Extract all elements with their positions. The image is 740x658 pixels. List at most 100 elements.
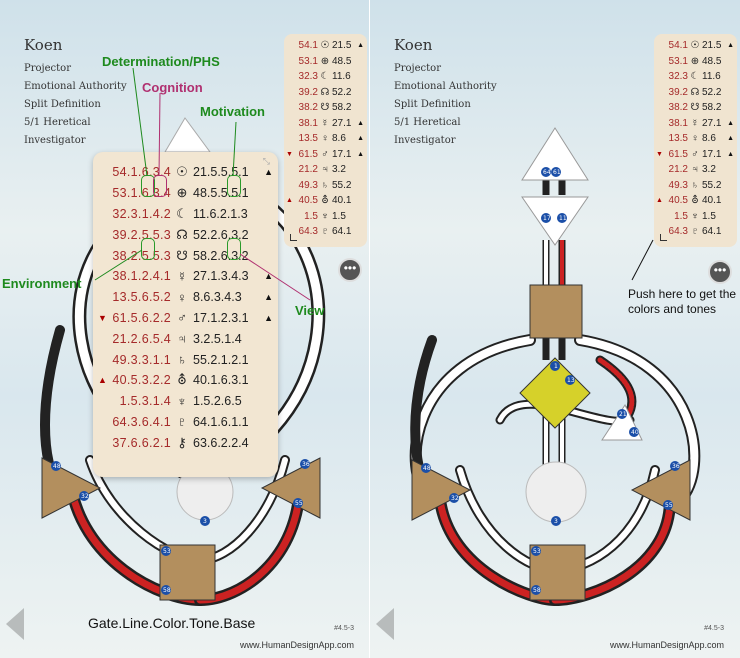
- design-value: 1.5: [304, 210, 318, 222]
- design-value: 32.3: [668, 71, 688, 83]
- personality-value: 27.1: [332, 117, 352, 129]
- highlight-environment: [141, 238, 155, 260]
- back-arrow-icon[interactable]: [376, 608, 394, 640]
- svg-text:17: 17: [543, 215, 551, 222]
- planet-symbol-icon: ☊: [320, 86, 330, 98]
- highlight-cognition: [153, 175, 167, 197]
- personality-value: 27.1: [702, 117, 722, 129]
- planet-row: 13.5.6.5.2♀8.6.3.4.3▲: [93, 287, 278, 308]
- detriment-marker: ▲: [357, 119, 364, 127]
- planet-symbol-icon: ⛢: [691, 195, 699, 207]
- detriment-marker: ▲: [727, 150, 734, 158]
- personality-value: 52.2: [702, 86, 722, 98]
- design-value: 39.2: [668, 86, 688, 98]
- push-here-note: Push here to get the colors and tones: [628, 287, 737, 316]
- personality-value: 1.5: [332, 210, 346, 222]
- planet-symbol-icon: ☾: [320, 71, 330, 83]
- throat-center: [529, 284, 583, 339]
- svg-text:36: 36: [302, 461, 310, 468]
- planet-symbol-icon: ☿: [691, 117, 699, 129]
- svg-text:55: 55: [665, 502, 673, 509]
- planet-symbol-icon: ♇: [177, 414, 187, 430]
- profile-text: 5/1 Heretical: [394, 117, 461, 128]
- personality-value: 17.1.2.3.1: [193, 310, 249, 325]
- planet-row: 38.2☋58.2: [284, 100, 367, 116]
- annotation-cognition: Cognition: [142, 80, 203, 95]
- planet-row: 38.2☋58.2: [654, 100, 737, 116]
- design-value: 53.1: [298, 55, 318, 67]
- planet-symbol-icon: ⊕: [176, 185, 188, 201]
- definition-text: Split Definition: [24, 99, 101, 110]
- planet-row: 32.3☾11.6: [284, 69, 367, 85]
- detriment-marker: ▲: [727, 119, 734, 127]
- planet-symbol-icon: ☊: [176, 226, 188, 242]
- personality-value: 1.5.2.6.5: [193, 394, 242, 409]
- svg-text:53: 53: [163, 548, 171, 555]
- planet-symbol-icon: ⛢: [177, 372, 187, 388]
- planet-row: 61.5♂17.1▼▲: [654, 147, 737, 163]
- annotation-determination: Determination/PHS: [102, 54, 220, 69]
- personality-value: 11.6: [332, 71, 351, 83]
- planet-symbol-icon: ♄: [691, 179, 699, 191]
- svg-text:21: 21: [619, 411, 627, 418]
- corner-handle[interactable]: [660, 234, 667, 241]
- planet-symbol-icon: ♃: [177, 331, 187, 347]
- design-value: 38.1.2.4.1: [112, 269, 171, 284]
- planet-symbol-icon: ♃: [691, 164, 699, 176]
- design-value: 61.5: [298, 148, 318, 160]
- footer-site: www.HumanDesignApp.com: [239, 640, 354, 650]
- design-value: 64.3.6.4.1: [112, 414, 171, 429]
- spleen-center: [411, 459, 472, 521]
- personality-value: 3.2: [332, 164, 346, 176]
- planet-row: 49.3♄55.2: [654, 178, 737, 194]
- profile-text: 5/1 Heretical: [24, 117, 91, 128]
- authority-text: Emotional Authority: [24, 81, 127, 92]
- detriment-marker: ▲: [727, 135, 734, 143]
- planet-symbol-icon: ☋: [690, 102, 700, 114]
- detriment-marker: ▲: [727, 42, 734, 50]
- solar-plexus-center: [630, 459, 691, 521]
- personality-value: 11.6: [702, 71, 721, 83]
- svg-text:32: 32: [81, 493, 89, 500]
- type-text: Projector: [24, 63, 71, 74]
- personality-value: 21.5: [332, 40, 352, 52]
- planet-symbol-icon: ⛢: [321, 195, 329, 207]
- exalted-marker: ▲: [98, 375, 107, 386]
- design-value: 54.1: [298, 40, 318, 52]
- corner-handle: [290, 234, 297, 241]
- design-value: 13.5: [298, 133, 318, 145]
- svg-text:36: 36: [672, 463, 680, 470]
- more-button[interactable]: •••: [708, 260, 732, 284]
- design-value: 21.2: [298, 164, 318, 176]
- g-center: [519, 357, 591, 429]
- more-button[interactable]: •••: [338, 258, 362, 282]
- planet-symbol-icon: ⊕: [320, 55, 330, 67]
- profile-name-text: Investigator: [24, 135, 86, 146]
- planet-symbol-icon: ♇: [691, 226, 699, 238]
- personality-value: 17.1: [332, 148, 352, 160]
- detriment-marker: ▲: [264, 292, 273, 303]
- design-value: 13.5: [668, 133, 688, 145]
- svg-text:55: 55: [295, 500, 303, 507]
- design-value: 39.2.5.5.3: [112, 227, 171, 242]
- personality-value: 1.5: [702, 210, 716, 222]
- design-value: 21.2: [668, 164, 688, 176]
- detriment-marker: ▲: [357, 135, 364, 143]
- footer-site: www.HumanDesignApp.com: [609, 640, 724, 650]
- person-name: Koen: [394, 36, 433, 54]
- definition-text: Split Definition: [394, 99, 471, 110]
- planet-row: 38.1.2.4.1☿27.1.3.4.3▲: [93, 266, 278, 287]
- planet-row: 54.1☉21.5▲: [654, 38, 737, 54]
- back-arrow-icon[interactable]: [6, 608, 24, 640]
- exalted-marker: ▼: [286, 150, 293, 158]
- ajna-center: [521, 196, 589, 246]
- planet-row: 61.5.6.2.2♂17.1.2.3.1▼▲: [93, 308, 278, 329]
- planet-symbol-icon: ♂: [321, 148, 329, 160]
- design-value: 21.2.6.5.4: [112, 331, 171, 346]
- collapse-icon[interactable]: ⤡: [262, 156, 270, 166]
- design-value: 38.2: [668, 102, 688, 114]
- planet-symbol-icon: ☊: [690, 86, 700, 98]
- planet-row: 32.3☾11.6: [654, 69, 737, 85]
